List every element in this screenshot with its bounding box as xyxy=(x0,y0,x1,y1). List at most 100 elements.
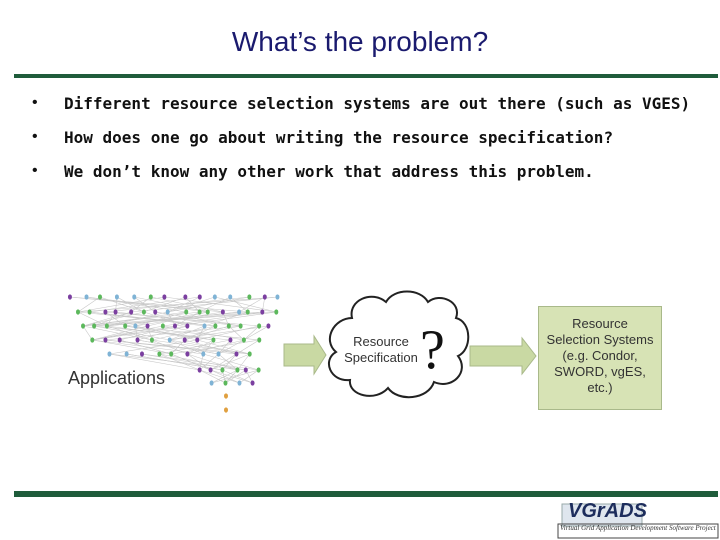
logo-wordmark: VGrADS xyxy=(568,500,647,522)
graph-node xyxy=(197,294,202,300)
graph-node xyxy=(274,309,279,315)
graph-edge xyxy=(237,353,250,371)
graph-edge xyxy=(203,339,214,355)
graph-node xyxy=(220,309,225,315)
graph-node xyxy=(234,351,239,357)
graph-node xyxy=(90,337,95,343)
rss-line: etc.) xyxy=(587,380,613,395)
graph-node xyxy=(132,294,137,300)
graph-edge xyxy=(218,353,238,371)
graph-node xyxy=(182,337,187,343)
graph-edge xyxy=(199,369,240,384)
graph-edge xyxy=(243,325,269,341)
graph-edge xyxy=(230,296,248,313)
graph-edge xyxy=(210,353,250,371)
graph-node xyxy=(98,294,103,300)
graph-node xyxy=(114,294,119,300)
resource-selection-systems-box: Resource Selection Systems (e.g. Condor,… xyxy=(538,306,662,410)
graph-node xyxy=(87,309,92,315)
graph-edge xyxy=(82,325,93,341)
graph-node xyxy=(208,367,213,373)
graph-node xyxy=(145,323,150,329)
bullet-text: We don’t know any other work that addres… xyxy=(64,162,594,181)
graph-edge xyxy=(116,296,145,313)
graph-edge xyxy=(77,296,101,313)
graph-edge xyxy=(197,339,250,355)
graph-edge xyxy=(106,325,153,341)
graph-node xyxy=(197,367,202,373)
graph-node xyxy=(185,323,190,329)
graph-edge xyxy=(159,353,200,371)
graph-edge xyxy=(83,311,248,327)
graph-node xyxy=(245,309,250,315)
specification-label-line: Specification xyxy=(344,350,418,365)
graph-node xyxy=(135,337,140,343)
applications-label: Applications xyxy=(68,368,166,388)
vgrads-logo xyxy=(557,503,719,539)
graph-edge xyxy=(109,339,198,355)
graph-edge xyxy=(106,311,168,327)
graph-node xyxy=(160,323,165,329)
graph-node xyxy=(148,294,153,300)
bullet-dot: • xyxy=(32,162,38,179)
graph-node xyxy=(169,351,174,357)
rss-line: Selection Systems xyxy=(546,332,654,347)
top-divider xyxy=(14,74,718,78)
graph-edge xyxy=(167,296,215,313)
graph-node xyxy=(133,323,138,329)
rss-line: (e.g. Condor, xyxy=(562,348,638,363)
graph-edge xyxy=(197,325,205,341)
graph-node xyxy=(220,367,225,373)
graph-edge xyxy=(169,325,269,341)
graph-node xyxy=(153,309,158,315)
graph-node xyxy=(228,294,233,300)
graph-node xyxy=(257,323,262,329)
graph-node xyxy=(124,351,129,357)
graph-edge xyxy=(151,339,188,355)
graph-edge xyxy=(236,339,260,355)
graph-edge xyxy=(199,369,226,384)
bullet-item: • How does one go about writing the reso… xyxy=(32,128,692,148)
graph-node xyxy=(129,309,134,315)
graph-edge xyxy=(169,325,205,341)
rss-line: SWORD, vgES, xyxy=(554,364,646,379)
graph-node xyxy=(113,309,118,315)
graph-edge xyxy=(77,296,278,313)
graph-node xyxy=(205,309,210,315)
graph-node xyxy=(201,351,206,357)
graph-node xyxy=(243,367,248,373)
graph-edge xyxy=(210,353,237,371)
rss-line: Resource xyxy=(572,316,628,331)
graph-node xyxy=(149,337,154,343)
arrow-to-specification xyxy=(283,334,327,376)
arrow-to-selection-systems xyxy=(469,336,537,376)
graph-edge xyxy=(239,369,259,384)
graph-node xyxy=(241,337,246,343)
graph-node xyxy=(103,337,108,343)
graph-edge xyxy=(238,296,265,313)
graph-node xyxy=(216,351,221,357)
graph-node xyxy=(185,351,190,357)
graph-edge xyxy=(82,311,200,327)
question-mark: ? xyxy=(420,319,445,381)
graph-edge xyxy=(187,339,214,355)
graph-edge xyxy=(185,296,200,313)
graph-edge xyxy=(105,325,241,341)
graph-edge xyxy=(82,311,144,327)
graph-edge xyxy=(174,311,277,327)
specification-cloud xyxy=(328,290,470,399)
graph-edge xyxy=(167,296,200,313)
bullet-dot: • xyxy=(32,128,38,145)
bullet-item: • We don’t know any other work that addr… xyxy=(32,162,692,182)
graph-node xyxy=(237,380,242,386)
graph-edge xyxy=(119,339,172,355)
bullet-text: Different resource selection systems are… xyxy=(64,94,691,113)
graph-edge xyxy=(203,353,259,371)
graph-edge xyxy=(150,296,223,313)
graph-node xyxy=(195,337,200,343)
bullet-list: • Different resource selection systems a… xyxy=(32,94,692,196)
graph-node xyxy=(247,351,252,357)
graph-edge xyxy=(134,296,208,313)
bottom-divider xyxy=(14,491,718,497)
graph-node xyxy=(247,294,252,300)
